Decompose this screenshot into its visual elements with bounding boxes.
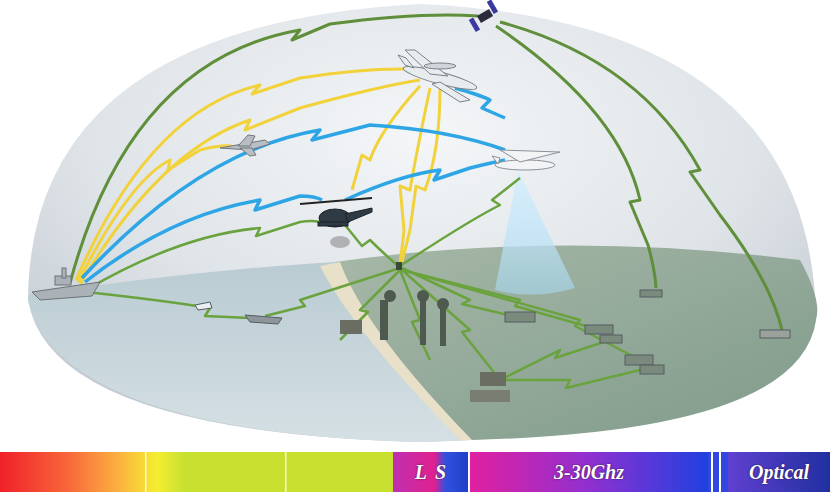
band-segment: 3-30Ghz <box>470 452 708 492</box>
spectrum-bar <box>0 452 393 492</box>
band-label: S <box>435 462 446 482</box>
band-label: 3-30Ghz <box>554 462 624 482</box>
band-segment: Optical <box>728 452 830 492</box>
band-segment: LS <box>393 452 468 492</box>
band-label: L <box>415 462 427 482</box>
band-label: Optical <box>749 462 809 482</box>
